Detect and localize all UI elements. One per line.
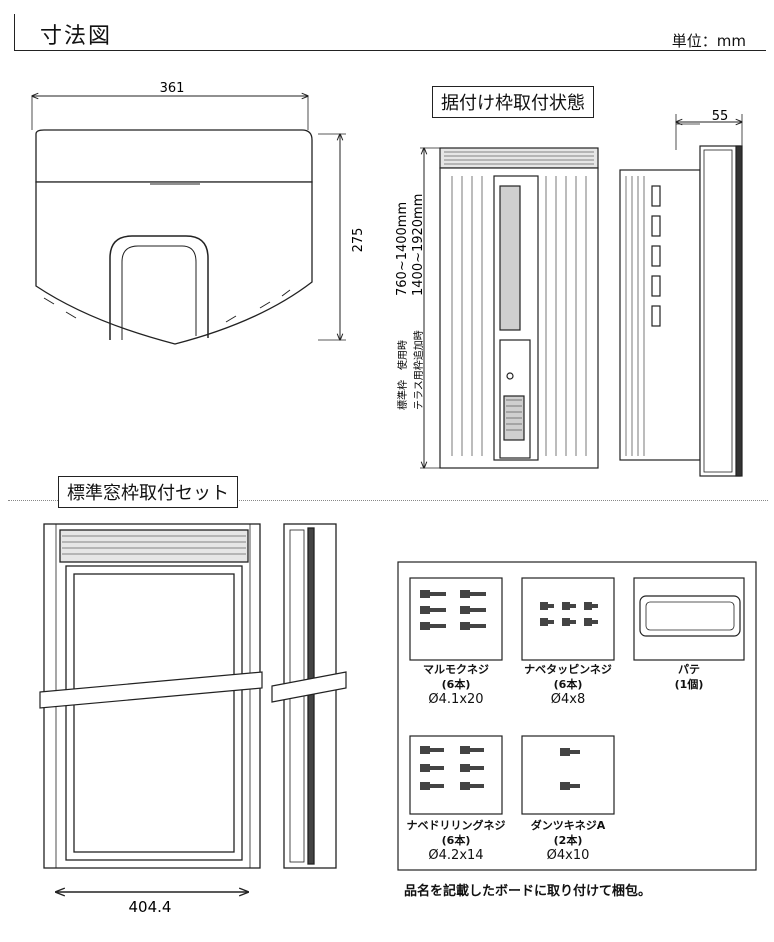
depth-dim-text: 55 [712, 109, 729, 124]
part-caption: ダンツキネジA (2本) Ø4x10 [514, 818, 622, 863]
part-caption: ナベタッピンネジ (6本) Ø4x8 [514, 662, 622, 707]
installed-front-view [420, 148, 599, 468]
part-caption: マルモクネジ (6本) Ø4.1x20 [404, 662, 508, 707]
installed-side-view [619, 114, 742, 477]
part-spec: Ø4x10 [546, 848, 590, 863]
page-title: 寸法図 [40, 24, 113, 49]
part-count: (6本) [553, 678, 583, 691]
note-extended-text: テラス用枠追加時 [412, 330, 425, 410]
window-set-label: 標準窓枠取付セット [58, 476, 238, 508]
part-count: (2本) [553, 834, 583, 847]
section-divider [8, 500, 768, 501]
part-name: ダンツキネジA [530, 819, 606, 832]
part-count: (1個) [674, 678, 704, 691]
note-standard-text: 標準枠 使用時 [396, 340, 409, 410]
set-width-dim-text: 404.4 [129, 898, 172, 916]
part-spec: Ø4.2x14 [428, 848, 484, 863]
part-caption: パテ (1個) [634, 662, 744, 692]
width-dim-text: 361 [160, 81, 185, 96]
parts-board [397, 561, 757, 871]
unit-label: 単位：mm [671, 32, 746, 50]
part-spec: Ø4x8 [550, 692, 586, 707]
range-extended-text: 1400~1920mm [411, 194, 426, 296]
footer-note: 品名を記載したボードに取り付けて梱包。 [404, 884, 652, 899]
part-name: パテ [678, 663, 700, 676]
header-left-rule [14, 14, 15, 51]
part-name: マルモクネジ [423, 663, 489, 676]
height-dim-text: 275 [351, 228, 366, 253]
part-count: (6本) [441, 678, 471, 691]
part-caption: ナベドリリングネジ (6本) Ø4.2x14 [398, 818, 514, 863]
installed-state-label: 据付け枠取付状態 [432, 86, 594, 118]
window-set-side [271, 523, 347, 869]
screw-icons [420, 590, 598, 790]
part-name: ナベタッピンネジ [524, 663, 612, 676]
range-standard-text: 760~1400mm [395, 202, 410, 296]
window-set-front [39, 523, 263, 892]
part-count: (6本) [441, 834, 471, 847]
part-name: ナベドリリングネジ [406, 819, 506, 832]
front-view [32, 96, 346, 345]
header-rule [14, 50, 766, 51]
part-spec: Ø4.1x20 [428, 692, 484, 707]
